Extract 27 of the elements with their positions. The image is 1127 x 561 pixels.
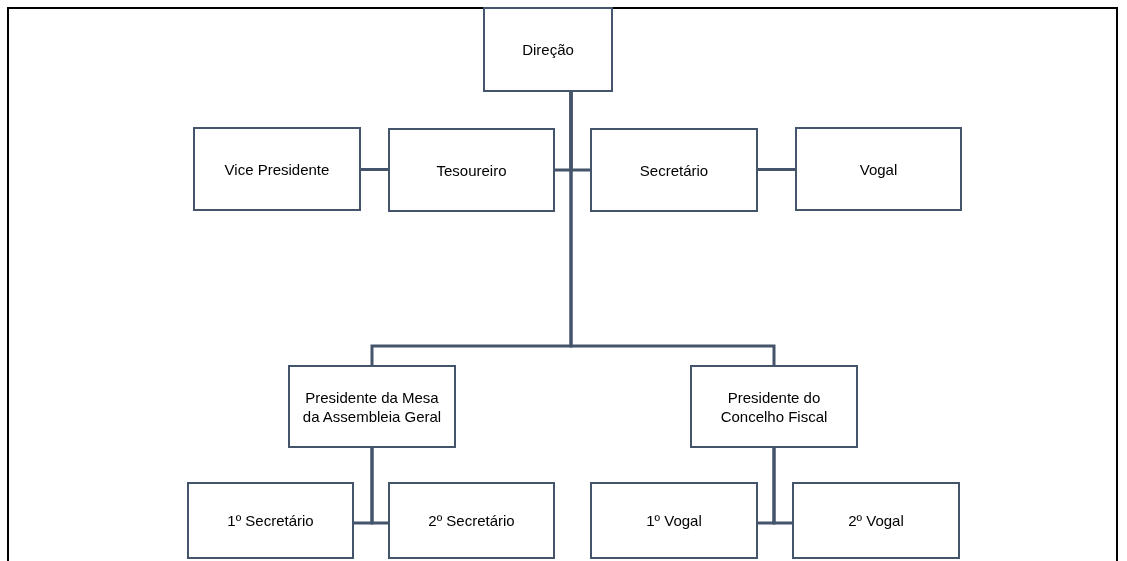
org-box xyxy=(193,127,361,211)
org-box xyxy=(590,128,758,212)
role-label: Vice Presidente xyxy=(224,159,330,179)
org-box xyxy=(483,7,613,92)
role-label: Secretário xyxy=(639,160,709,180)
role-label: 1º Secretário xyxy=(227,511,314,530)
connector-line xyxy=(758,168,795,171)
role-label: Direção xyxy=(522,40,574,59)
connector-line xyxy=(569,92,776,365)
role-label: Presidente do Concelho Fiscal xyxy=(719,387,829,426)
role-label: Vogal xyxy=(859,159,898,179)
org-box xyxy=(690,365,858,448)
role-label: 1º Vogal xyxy=(646,511,702,530)
org-box xyxy=(187,482,354,559)
connector-line xyxy=(772,448,792,525)
org-box xyxy=(288,365,456,448)
role-label: Presidente da Mesa da Assembleia Geral xyxy=(301,387,443,426)
connector-line xyxy=(370,448,388,525)
connector-line xyxy=(361,168,388,171)
role-label: 2º Vogal xyxy=(848,511,904,530)
org-box xyxy=(388,482,555,559)
org-box xyxy=(792,482,960,559)
role-label: 2º Secretário xyxy=(428,511,515,530)
org-box xyxy=(590,482,758,559)
org-box xyxy=(795,127,962,211)
role-label: Tesoureiro xyxy=(436,160,507,180)
org-box xyxy=(388,128,555,212)
